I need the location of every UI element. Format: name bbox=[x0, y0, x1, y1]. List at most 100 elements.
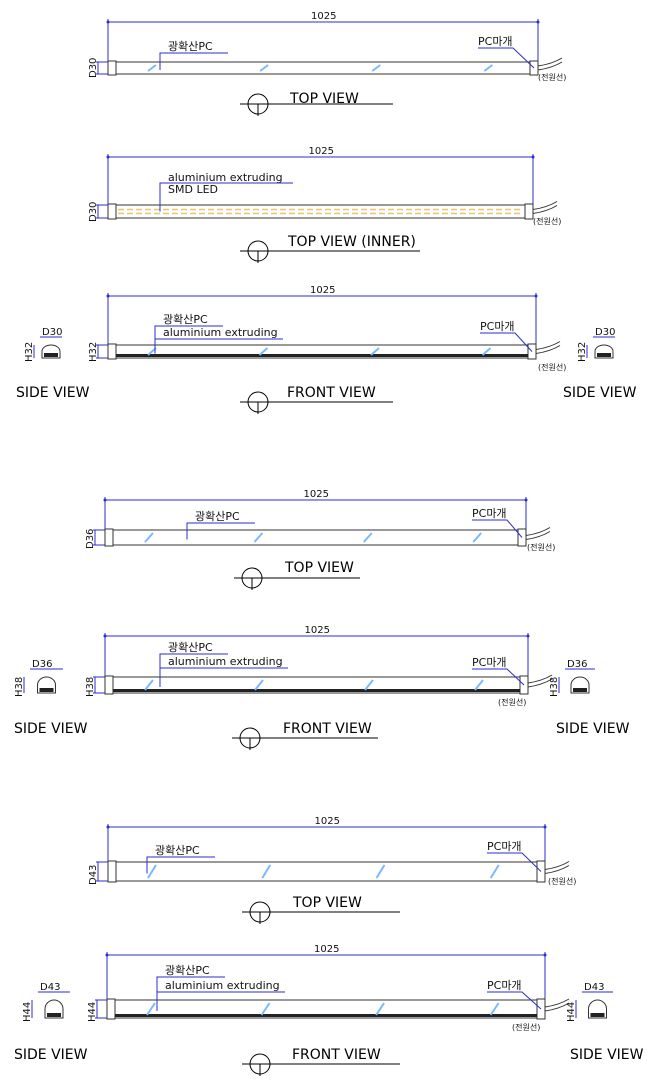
height-label: D43 bbox=[88, 865, 99, 885]
side-width-label: D30 bbox=[42, 327, 62, 338]
side-height-label: H38 bbox=[549, 677, 560, 697]
side-height-label: H44 bbox=[22, 1002, 33, 1022]
diffuser-hatch bbox=[144, 679, 154, 691]
view-title: FRONT VIEW bbox=[287, 385, 376, 401]
power-cable bbox=[535, 341, 561, 354]
diffuser-hatch bbox=[474, 679, 484, 691]
length-label: 1025 bbox=[311, 11, 336, 22]
side-view-title: SIDE VIEW bbox=[563, 385, 637, 401]
tube-body bbox=[107, 861, 546, 882]
end-cap-right bbox=[524, 203, 534, 220]
leader-line bbox=[480, 332, 533, 352]
side-view-title: SIDE VIEW bbox=[570, 1047, 644, 1063]
end-cap-left bbox=[107, 203, 117, 220]
tube-body bbox=[104, 529, 527, 546]
view-title: FRONT VIEW bbox=[292, 1047, 381, 1063]
side-view-title: SIDE VIEW bbox=[556, 721, 630, 737]
end-cap-left bbox=[107, 60, 117, 76]
height-label: H32 bbox=[88, 342, 99, 362]
height-label: D30 bbox=[88, 202, 99, 222]
diffuser-hatch bbox=[375, 1002, 385, 1016]
power-cable bbox=[544, 998, 570, 1012]
diffuser-hatch bbox=[258, 347, 269, 356]
aluminium-profile bbox=[115, 1014, 537, 1017]
diffuser-hatch bbox=[253, 532, 264, 543]
diffuser-hatch bbox=[261, 864, 272, 879]
side-led bbox=[39, 688, 54, 692]
side-height-label: H38 bbox=[14, 677, 25, 697]
diffuser-hatch bbox=[371, 64, 381, 72]
aluminium-label: aluminium extruding bbox=[163, 326, 278, 339]
smd-led-label: SMD LED bbox=[168, 183, 218, 196]
power-cable bbox=[544, 861, 570, 874]
diffuser-hatch bbox=[370, 347, 380, 356]
length-label: 1025 bbox=[310, 285, 335, 296]
tube-body bbox=[107, 204, 534, 219]
leader-line bbox=[472, 519, 523, 538]
pc-cap-label: PC마개 bbox=[487, 979, 522, 992]
pc-cap-label: PC마개 bbox=[472, 507, 507, 520]
leader-line bbox=[146, 856, 215, 874]
power-cable-label: (전원선) bbox=[498, 697, 526, 707]
dimension-tick bbox=[534, 294, 538, 298]
power-cable-label: (전원선) bbox=[538, 72, 566, 82]
power-cable-label: (전원선) bbox=[538, 362, 566, 372]
pc-cap-label: PC마개 bbox=[478, 35, 513, 48]
power-cable bbox=[537, 57, 563, 71]
length-label: 1025 bbox=[309, 146, 334, 157]
power-cable-label: (전원선) bbox=[527, 542, 555, 552]
leader-line bbox=[159, 182, 293, 212]
leader-line bbox=[478, 47, 535, 69]
diffuser-hatch bbox=[363, 532, 373, 543]
dimension-tick bbox=[536, 20, 540, 24]
end-cap-left bbox=[106, 998, 116, 1020]
dimension-tick bbox=[103, 498, 107, 502]
leader-line bbox=[472, 668, 525, 686]
side-height-label: H32 bbox=[577, 342, 588, 362]
dimension-tick bbox=[103, 634, 107, 638]
side-width-label: D30 bbox=[595, 327, 615, 338]
view-title: TOP VIEW bbox=[292, 895, 362, 911]
end-cap-left bbox=[107, 860, 117, 883]
diffuser-pc-label: 광확산PC bbox=[163, 313, 208, 326]
side-height-label: H44 bbox=[566, 1002, 577, 1022]
dimension-tick bbox=[524, 498, 528, 502]
aluminium-profile bbox=[116, 354, 528, 357]
leader-line bbox=[156, 976, 225, 1011]
side-width-label: D43 bbox=[40, 982, 60, 993]
side-led bbox=[597, 353, 611, 357]
end-cap-left bbox=[104, 675, 114, 695]
length-label: 1025 bbox=[314, 944, 339, 955]
height-label: H38 bbox=[85, 677, 96, 697]
end-cap-left bbox=[104, 528, 114, 547]
diffuser-hatch bbox=[147, 864, 157, 879]
diffuser-hatch bbox=[144, 532, 154, 543]
view-title: TOP VIEW bbox=[284, 560, 354, 576]
dimension-tick bbox=[106, 20, 110, 24]
side-width-label: D36 bbox=[32, 659, 52, 670]
leader-line bbox=[159, 653, 228, 687]
dimension-tick bbox=[105, 953, 109, 957]
leader-line bbox=[159, 52, 228, 70]
dimension-tick bbox=[106, 294, 110, 298]
leader-line bbox=[487, 852, 542, 872]
power-cable bbox=[525, 527, 551, 540]
dimension-tick bbox=[526, 634, 530, 638]
end-cap-left bbox=[107, 343, 117, 360]
aluminium-label: aluminium extruding bbox=[165, 979, 280, 992]
diffuser-hatch bbox=[489, 864, 500, 879]
power-cable-label: (전원선) bbox=[548, 876, 576, 886]
height-label: D30 bbox=[88, 58, 99, 78]
power-cable bbox=[532, 201, 558, 214]
side-height-label: H32 bbox=[24, 342, 35, 362]
aluminium-label: aluminium extruding bbox=[168, 655, 283, 668]
view-title: TOP VIEW (INNER) bbox=[287, 234, 416, 250]
diffuser-pc-label: 광확산PC bbox=[155, 844, 200, 857]
